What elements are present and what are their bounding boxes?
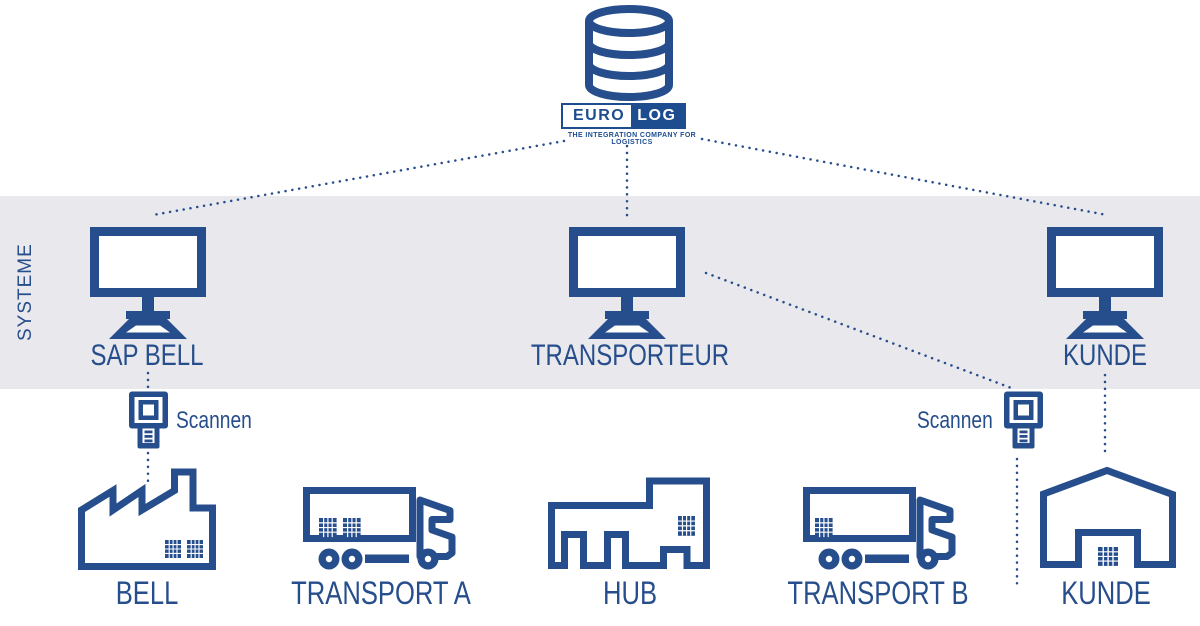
scannen-label-right: Scannen [917,407,993,434]
database-icon [585,5,673,101]
barcode-scanner-icon-left [129,391,168,449]
barcode-scanner-icon-right [1004,391,1043,449]
entity-label-hub: HUB [602,575,658,611]
logo-tagline: THE INTEGRATION COMPANY FOR LOGISTICS [567,132,697,146]
eurolog-logo: EURO LOG [561,103,687,129]
logo-log-text: LOG [631,105,685,127]
hub-building-icon [548,477,710,569]
truck-icon-transport-a [303,487,461,571]
system-label-sap-bell: SAP BELL [90,339,204,372]
entity-label-transport-b: TRANSPORT B [787,575,969,611]
system-label-kunde: KUNDE [1062,339,1148,372]
scannen-label-left: Scannen [176,407,252,434]
monitor-icon-transporteur [569,227,685,339]
monitor-icon-sap-bell [90,227,206,339]
system-label-transporteur: TRANSPORTEUR [530,339,730,372]
truck-icon-transport-b [803,487,961,571]
warehouse-icon [1040,466,1176,568]
factory-icon [78,468,216,570]
entity-label-transport-a: TRANSPORT A [291,575,471,611]
systems-band-label: SYSTEME [15,243,36,342]
monitor-icon-kunde [1047,227,1163,339]
entity-label-kunde: KUNDE [1061,575,1151,611]
entity-label-bell: BELL [115,575,179,611]
logo-euro-text: EURO [563,105,632,127]
